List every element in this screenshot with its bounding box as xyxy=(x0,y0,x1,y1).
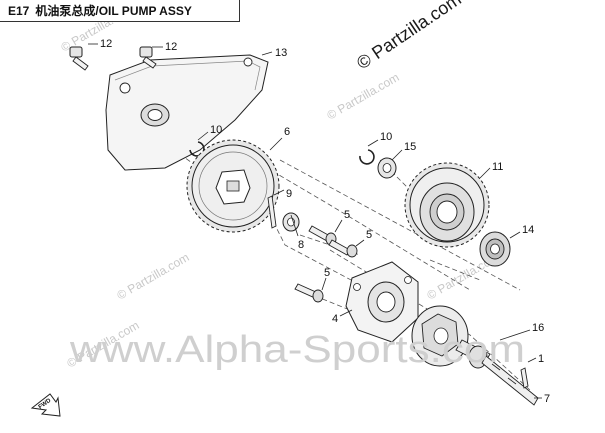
watermark-diagonal-2: © Partzilla.com xyxy=(325,70,402,123)
part-4-pump-body xyxy=(345,261,419,343)
diagram-name: 机油泵总成/OIL PUMP ASSY xyxy=(35,4,192,18)
part-14-bearing xyxy=(479,231,511,267)
callout-5-upper-b: 5 xyxy=(366,229,372,241)
part-13-pump-cover xyxy=(105,54,269,171)
callout-labels: 12 12 13 10 6 9 8 5 5 5 4 10 15 11 14 16… xyxy=(100,38,550,405)
part-12-bolt-right xyxy=(139,46,157,69)
part-6-driven-gear xyxy=(186,139,280,233)
fwd-arrow-icon: FWD xyxy=(30,393,61,417)
callout-13: 13 xyxy=(275,47,287,59)
diagram-title: E17 机油泵总成/OIL PUMP ASSY xyxy=(0,0,240,22)
callout-11: 11 xyxy=(492,161,503,173)
part-16-rotor-assembly xyxy=(411,305,491,369)
part-1-pump-shaft xyxy=(481,355,539,406)
callout-leader-lines xyxy=(88,43,542,399)
diagram-code: E17 xyxy=(8,4,30,18)
callout-5-lower: 5 xyxy=(324,267,330,279)
callout-9: 9 xyxy=(286,188,292,200)
part-5-bolt-lower xyxy=(294,283,324,303)
part-12-bolt-left xyxy=(69,46,89,71)
watermark-partzilla-top: © Partzilla.com xyxy=(353,0,465,73)
watermark-alpha-sports: www.Alpha-Sports.com xyxy=(69,329,525,371)
part-11-idle-gear xyxy=(404,162,490,248)
callout-4: 4 xyxy=(332,313,338,325)
callout-1: 1 xyxy=(538,353,544,365)
callout-10-left: 10 xyxy=(210,124,222,136)
callout-8: 8 xyxy=(298,239,304,251)
callout-16: 16 xyxy=(532,322,544,334)
part-10-circlip-right xyxy=(359,149,375,165)
part-15-thrust-washer xyxy=(377,157,397,179)
callout-12-right: 12 xyxy=(165,41,177,53)
callout-12-left: 12 xyxy=(100,38,112,50)
callout-5-upper-a: 5 xyxy=(344,209,350,221)
watermark-diagonal-3: © Partzilla.com xyxy=(115,250,192,303)
callout-7: 7 xyxy=(544,393,550,405)
callout-10-right: 10 xyxy=(380,131,392,143)
part-9-dowel-pin xyxy=(267,195,277,229)
callout-14: 14 xyxy=(522,224,534,236)
part-5-bolt-upper-b xyxy=(328,239,358,258)
part-7-pin xyxy=(520,367,529,389)
callout-6: 6 xyxy=(284,126,290,138)
callout-15: 15 xyxy=(404,141,416,153)
